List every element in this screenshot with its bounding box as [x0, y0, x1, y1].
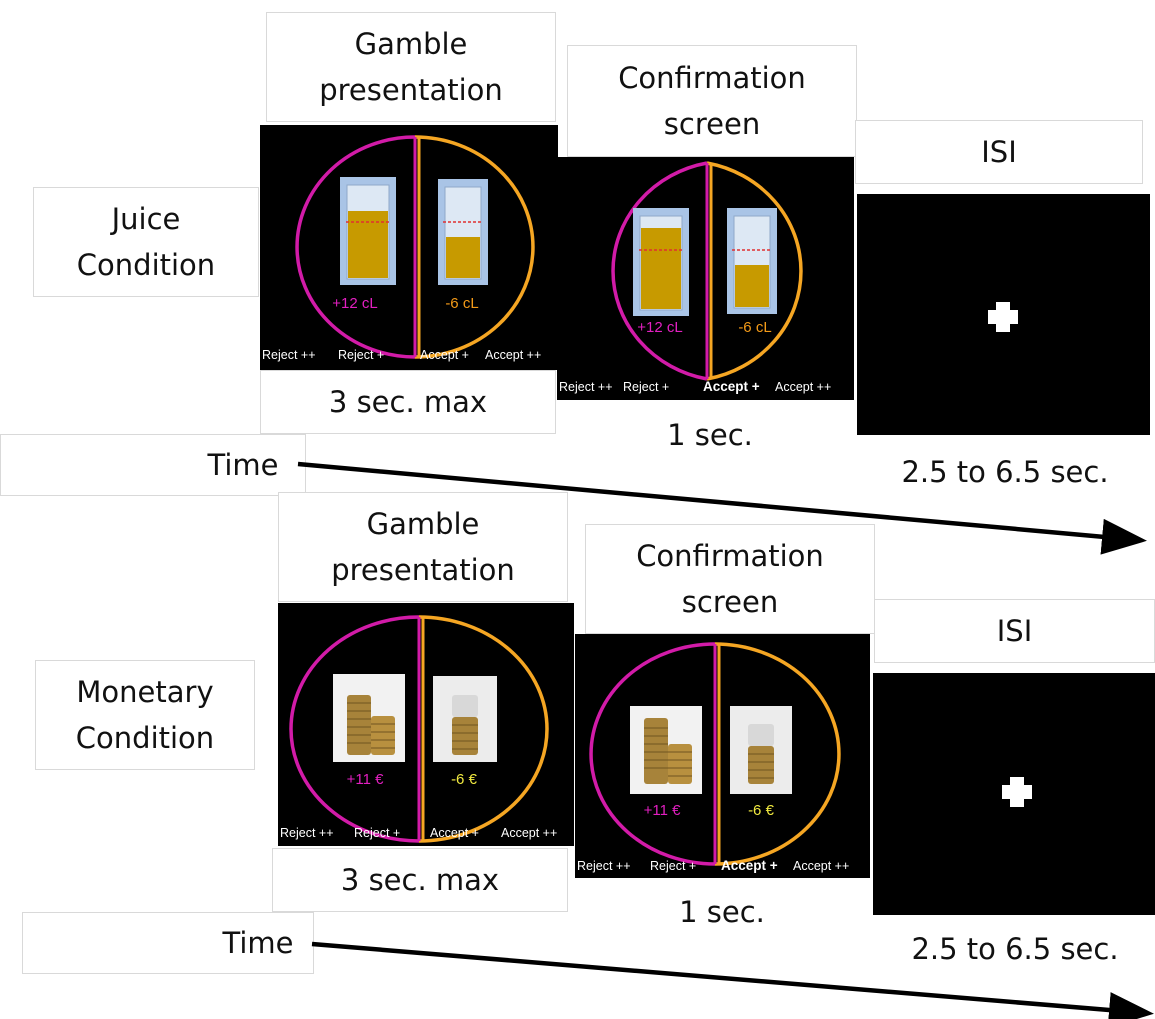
money-confirm-title-line2: screen [681, 585, 779, 619]
money-confirm-gain: +11 € [644, 802, 681, 819]
money-condition-line1: Monetary [76, 675, 214, 709]
money-confirm-loss: -6 € [748, 802, 775, 819]
juice-gamble-duration: 3 sec. max [328, 385, 488, 419]
money-time-arrow [311, 941, 1154, 1019]
juice-time-arrow [297, 461, 1147, 555]
coin-stack-large-icon [630, 706, 702, 794]
juice-confirm-loss: -6 cL [738, 319, 771, 336]
money-gamble-gain: +11 € [347, 771, 384, 788]
money-time-box: Time [22, 912, 314, 974]
coin-stack-large-icon [333, 674, 405, 762]
money-isi-duration: 2.5 to 6.5 sec. [911, 932, 1119, 966]
money-gamble-title: Gamble presentation [278, 492, 568, 602]
money-condition-label: Monetary Condition [35, 660, 255, 770]
response-reject-strong: Reject ++ [280, 826, 334, 840]
money-gamble-loss: -6 € [451, 771, 478, 788]
gain-arc-right [418, 615, 549, 843]
juice-confirm-screen: +12 cL -6 cL Reject ++ Reject + Accept +… [557, 157, 854, 400]
response-reject-strong: Reject ++ [577, 859, 631, 873]
juice-confirm-title: Confirmation screen [567, 45, 857, 157]
response-selected: Accept + [721, 858, 778, 873]
response-accept-weak: Accept + [430, 826, 479, 840]
response-reject-weak: Reject + [354, 826, 400, 840]
juice-isi-title: ISI [855, 120, 1143, 184]
juice-gamble-screen: +12 cL -6 cL Reject ++ Reject + Accept +… [260, 125, 558, 370]
juice-isi-title-text: ISI [981, 135, 1017, 169]
money-confirm-screen: +11 € -6 € Reject ++ Reject + Accept + A… [575, 634, 870, 878]
juice-glass-full-icon [340, 177, 396, 285]
gain-arc-right [414, 135, 535, 359]
juice-confirm-title-line1: Confirmation [618, 61, 806, 95]
juice-condition-label: Juice Condition [33, 187, 259, 297]
coin-stack-small-icon [433, 676, 497, 762]
juice-confirm-duration: 1 sec. [667, 418, 753, 452]
juice-gamble-title-line2: presentation [319, 73, 503, 107]
juice-time-box: Time [0, 434, 306, 496]
response-reject-weak: Reject + [338, 348, 384, 362]
response-reject-weak: Reject + [650, 859, 696, 873]
money-isi-title: ISI [874, 599, 1155, 663]
juice-glass-full-icon [633, 208, 689, 316]
money-condition-line2: Condition [75, 721, 215, 755]
response-reject-strong: Reject ++ [559, 380, 613, 394]
money-gamble-duration-box: 3 sec. max [272, 848, 568, 912]
juice-glass-partial-icon [438, 179, 488, 285]
fixation-cross-icon [1002, 777, 1032, 807]
coin-stack-small-icon [730, 706, 792, 794]
loss-arc-left [295, 135, 416, 359]
fixation-cross-icon [988, 302, 1018, 332]
juice-gamble-duration-box: 3 sec. max [260, 370, 556, 434]
money-gamble-screen: +11 € -6 € Reject ++ Reject + Accept + A… [278, 603, 574, 846]
gain-arc-right [714, 642, 841, 866]
juice-isi-duration: 2.5 to 6.5 sec. [901, 455, 1109, 489]
money-confirm-duration: 1 sec. [679, 895, 765, 929]
gain-arc-right [706, 161, 803, 381]
loss-arc-left [589, 642, 716, 866]
juice-time-label: Time [207, 448, 279, 482]
response-accept-strong: Accept ++ [485, 348, 541, 362]
juice-gamble-loss: -6 cL [445, 295, 478, 312]
juice-condition-line1: Juice [111, 202, 181, 236]
juice-isi-screen [857, 194, 1150, 435]
juice-gamble-title: Gamble presentation [266, 12, 556, 122]
money-isi-title-text: ISI [996, 614, 1033, 648]
response-accept-strong: Accept ++ [775, 380, 831, 394]
juice-gamble-gain: +12 cL [332, 295, 377, 312]
response-selected: Accept + [703, 379, 760, 394]
money-confirm-title-line1: Confirmation [636, 539, 824, 573]
money-isi-screen [873, 673, 1155, 915]
response-reject-weak: Reject + [623, 380, 669, 394]
juice-gamble-title-line1: Gamble [354, 27, 468, 61]
juice-condition-line2: Condition [76, 248, 216, 282]
money-gamble-duration: 3 sec. max [340, 863, 500, 897]
money-gamble-title-line1: Gamble [366, 507, 480, 541]
response-accept-weak: Accept + [420, 348, 469, 362]
money-confirm-title: Confirmation screen [585, 524, 875, 634]
response-accept-strong: Accept ++ [793, 859, 849, 873]
money-time-label: Time [222, 926, 294, 960]
response-reject-strong: Reject ++ [262, 348, 316, 362]
loss-arc-left [611, 161, 708, 381]
response-accept-strong: Accept ++ [501, 826, 557, 840]
juice-confirm-title-line2: screen [663, 107, 761, 141]
loss-arc-left [289, 615, 420, 843]
juice-glass-partial-icon [727, 208, 777, 314]
juice-confirm-gain: +12 cL [637, 319, 682, 336]
money-gamble-title-line2: presentation [331, 553, 515, 587]
